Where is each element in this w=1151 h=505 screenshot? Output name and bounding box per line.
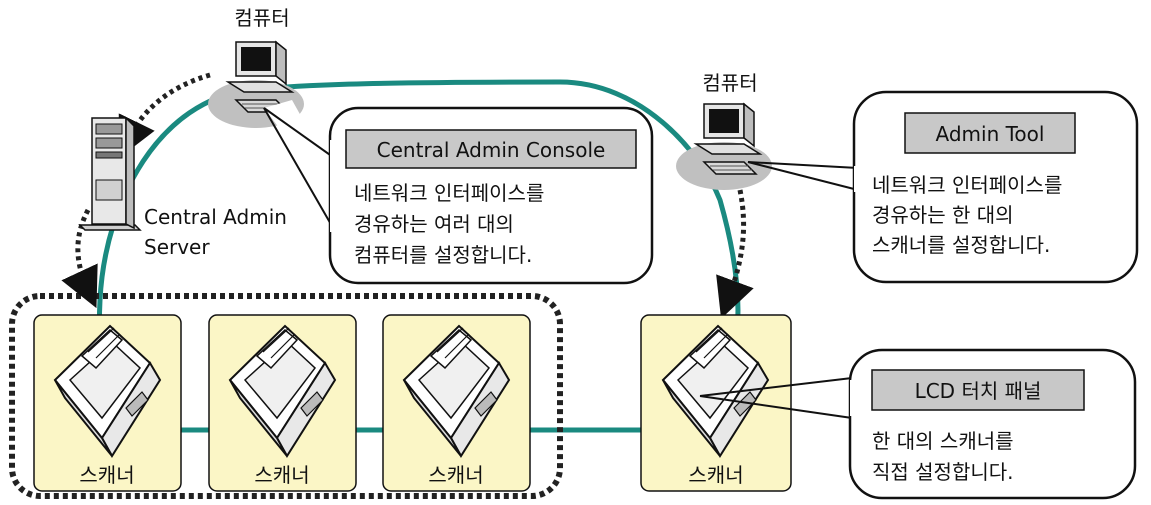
central-console-line1: 네트워크 인터페이스를	[354, 181, 544, 205]
scanner-1-label: 스캐너	[79, 463, 134, 487]
central-console-line3: 컴퓨터를 설정합니다.	[354, 243, 532, 267]
lcd-panel-title: LCD 터치 패널	[915, 379, 1042, 403]
scanner-4-label: 스캐너	[688, 463, 743, 487]
lcd-panel-line1: 한 대의 스캐너를	[872, 429, 1014, 453]
computer-top-label: 컴퓨터	[234, 6, 289, 30]
scanner-4	[640, 314, 792, 492]
arrow-computer-to-server	[118, 72, 211, 158]
scanner-2	[208, 314, 357, 492]
scanner-group-frame	[9, 293, 563, 499]
lcd-panel-line2: 직접 설정합니다.	[872, 460, 1014, 484]
server-label-line1: Central Admin	[144, 205, 287, 229]
admin-tool-line3: 스캐너를 설정합니다.	[872, 233, 1050, 257]
server-label-line2: Server	[144, 235, 210, 259]
admin-tool-line2: 경유하는 한 대의	[872, 203, 1014, 227]
scanner-2-label: 스캐너	[254, 463, 309, 487]
scanner-3	[382, 314, 531, 492]
lcd-panel-title-box	[871, 369, 1085, 411]
computer-right-label: 컴퓨터	[702, 71, 757, 95]
central-console-title: Central Admin Console	[377, 138, 606, 162]
admin-tool-title-box	[904, 112, 1076, 154]
arrow-computer-to-scanner	[716, 189, 754, 319]
central-console-title-box	[345, 129, 637, 169]
server-icon	[78, 116, 142, 231]
admin-tool-title: Admin Tool	[936, 122, 1045, 146]
central-console-line2: 경유하는 여러 대의	[354, 212, 514, 236]
arrow-server-to-scanners	[61, 208, 98, 309]
admin-tool-line1: 네트워크 인터페이스를	[872, 173, 1062, 197]
scanner-1	[33, 314, 182, 492]
scanner-3-label: 스캐너	[428, 463, 483, 487]
